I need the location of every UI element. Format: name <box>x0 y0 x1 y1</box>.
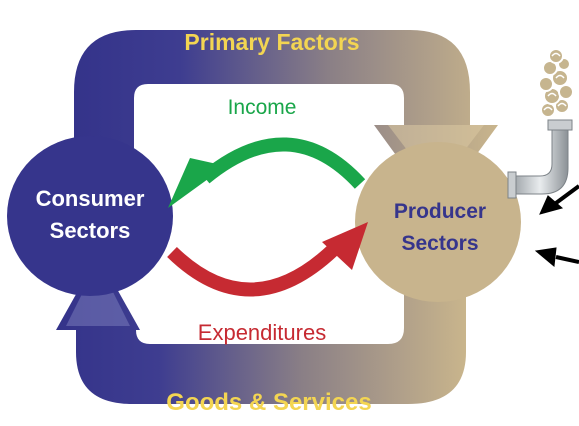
expenditures-label: Expenditures <box>198 320 326 345</box>
producer-node <box>355 142 521 302</box>
expenditures-arrow <box>167 222 368 297</box>
consumer-label-line2: Sectors <box>50 218 131 243</box>
consumer-node <box>7 136 173 296</box>
producer-label-line2: Sectors <box>401 232 478 255</box>
black-arrow-icon <box>534 184 579 267</box>
bottom-band-label: Goods & Services <box>166 389 371 416</box>
smoke-stack-icon <box>507 48 574 199</box>
income-arrow <box>168 137 366 208</box>
income-label: Income <box>228 96 297 119</box>
top-band-label: Primary Factors <box>184 29 359 55</box>
consumer-label-line1: Consumer <box>36 186 145 211</box>
producer-label-line1: Producer <box>394 200 486 223</box>
